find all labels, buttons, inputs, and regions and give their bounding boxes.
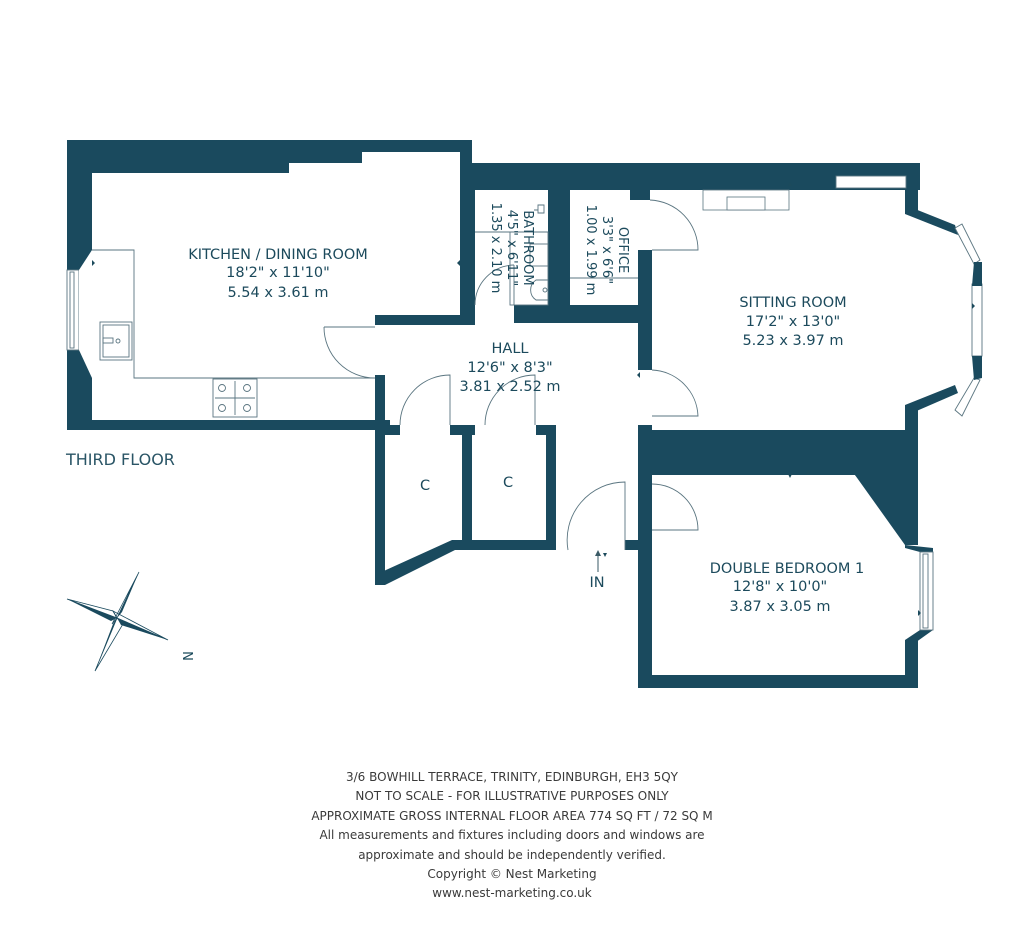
copyright: Copyright © Nest Marketing [427, 867, 597, 882]
bedroom-window-pane [922, 553, 929, 629]
room-name: BATHROOM [520, 210, 535, 285]
entrance-arrow-icon [595, 550, 601, 572]
kitchen-counter [92, 249, 385, 379]
entrance-door [566, 481, 626, 551]
address: 3/6 BOWHILL TERRACE, TRINITY, EDINBURGH,… [345, 770, 678, 784]
room-size-imperial: 3'3" x 6'6" [599, 216, 614, 284]
room-name: OFFICE [615, 227, 630, 273]
kitchen-sink [99, 321, 133, 361]
floor-label: THIRD FLOOR [66, 450, 175, 469]
kitchen-window-pane [69, 271, 75, 349]
bedroom-1-label: DOUBLE BEDROOM 1 12'8" x 10'0" 3.87 x 3.… [710, 561, 865, 615]
room-size-imperial: 4'5" x 6'11" [504, 210, 519, 286]
footer: 3/6 BOWHILL TERRACE, TRINITY, EDINBURGH,… [0, 768, 1024, 904]
sitting-room-walls [638, 163, 958, 475]
room-size-imperial: 17'2" x 13'0" [746, 314, 840, 330]
room-size-imperial: 18'2" x 11'10" [226, 265, 330, 281]
cupboard-1-door [399, 374, 451, 426]
bedroom-walls [638, 475, 933, 688]
sitting-door [651, 369, 699, 417]
room-size-metric: 3.81 x 2.52 m [459, 379, 560, 395]
kitchen-door [323, 326, 376, 379]
room-size-imperial: 12'6" x 8'3" [467, 360, 552, 376]
room-size-metric: 5.54 x 3.61 m [227, 285, 328, 301]
scale-note: NOT TO SCALE - FOR ILLUSTRATIVE PURPOSES… [355, 789, 669, 804]
disclaimer-line-2: approximate and should be independently … [358, 847, 666, 862]
room-size-metric: 3.87 x 3.05 m [729, 599, 830, 615]
north-label: N [179, 651, 194, 661]
measurement-markers [92, 169, 975, 679]
room-name: SITTING ROOM [739, 295, 846, 311]
room-name: DOUBLE BEDROOM 1 [710, 561, 865, 577]
compass-rose-icon [66, 571, 169, 672]
room-size-metric: 1.00 x 1.99 m [583, 205, 598, 296]
sitting-room-label: SITTING ROOM 17'2" x 13'0" 5.23 x 3.97 m [739, 295, 846, 349]
entrance-label: IN [589, 575, 604, 591]
cupboard-1-label: C [420, 478, 430, 494]
room-name: HALL [492, 341, 529, 357]
cupboard-2-door [484, 374, 536, 426]
office-door [649, 199, 699, 251]
bedroom-door [651, 483, 699, 531]
room-size-metric: 5.23 x 3.97 m [742, 333, 843, 349]
sink-tap [102, 337, 114, 344]
room-size-metric: 1.35 x 2.10 m [488, 203, 503, 294]
kitchen-bay [79, 250, 92, 378]
room-name: KITCHEN / DINING ROOM [188, 247, 368, 263]
bathroom-label: BATHROOM 4'5" x 6'11" 1.35 x 2.10 m [488, 203, 535, 294]
floor-area: APPROXIMATE GROSS INTERNAL FLOOR AREA 77… [311, 808, 713, 823]
kitchen-label: KITCHEN / DINING ROOM 18'2" x 11'10" 5.5… [188, 247, 368, 301]
sink-drain [115, 338, 121, 344]
cupboard-2-label: C [503, 475, 513, 491]
office-label: OFFICE 3'3" x 6'6" 1.00 x 1.99 m [583, 205, 630, 296]
website-link[interactable]: www.nest-marketing.co.uk [432, 886, 592, 901]
bathroom-fixtures [474, 204, 549, 306]
disclaimer-line-1: All measurements and fixtures including … [319, 828, 705, 843]
bay-window [954, 223, 983, 417]
hob-icon [212, 378, 258, 418]
hall-walls [375, 375, 650, 585]
sitting-top-window [835, 175, 907, 189]
room-size-imperial: 12'8" x 10'0" [733, 579, 827, 595]
hall-label: HALL 12'6" x 8'3" 3.81 x 2.52 m [459, 341, 560, 395]
fireplace [702, 189, 790, 211]
